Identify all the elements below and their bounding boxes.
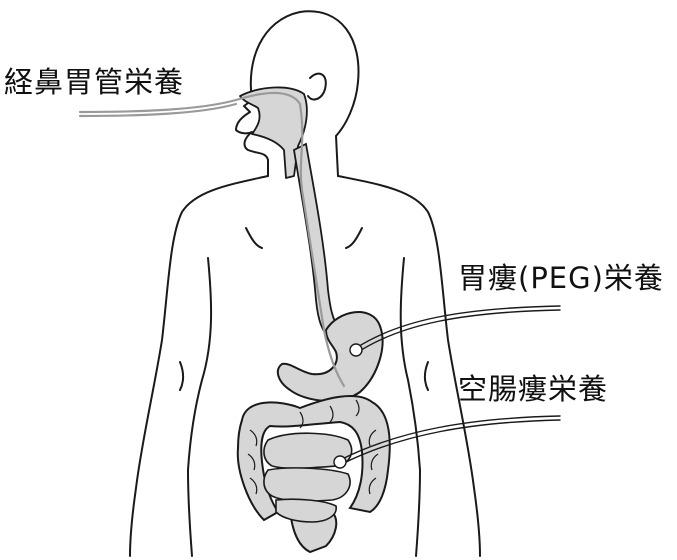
nasogastric-label: 経鼻胃管栄養 (4, 68, 184, 97)
jejunostomy-label: 空腸瘻栄養 (458, 375, 608, 404)
peg-label: 胃瘻(PEG)栄養 (458, 264, 664, 293)
nasogastric-tube (80, 93, 344, 386)
small-intestine (264, 433, 352, 522)
